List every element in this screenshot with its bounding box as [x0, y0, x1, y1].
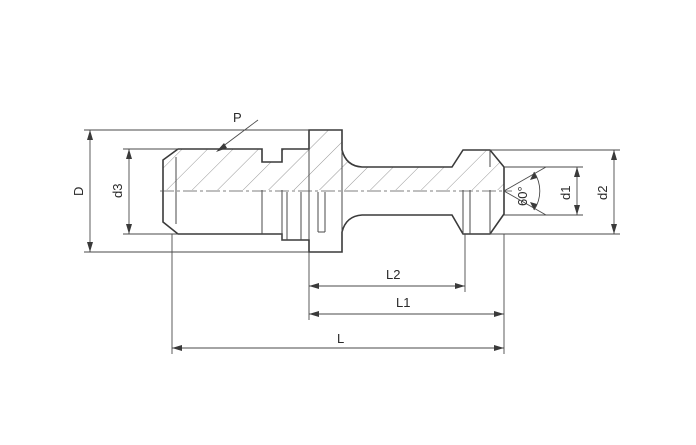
label-d3: d3 [110, 184, 125, 198]
dimension-L [171, 234, 504, 354]
label-P: P [233, 110, 242, 125]
label-L2: L2 [386, 267, 400, 282]
label-d2: d2 [595, 186, 610, 200]
dimension-d3 [123, 148, 178, 235]
part-outline [162, 129, 505, 253]
cone-angle-lines [503, 166, 547, 216]
label-D: D [71, 187, 86, 196]
label-angle: 60° [515, 186, 530, 206]
leader-P [216, 119, 259, 152]
label-d1: d1 [558, 186, 573, 200]
dimension-L2 [308, 234, 466, 320]
label-L1: L1 [396, 295, 410, 310]
label-L: L [337, 331, 344, 346]
dimension-d1 [504, 166, 583, 216]
dimension-d2 [490, 149, 620, 235]
dimension-L1 [309, 234, 505, 354]
dimension-D [84, 129, 309, 253]
